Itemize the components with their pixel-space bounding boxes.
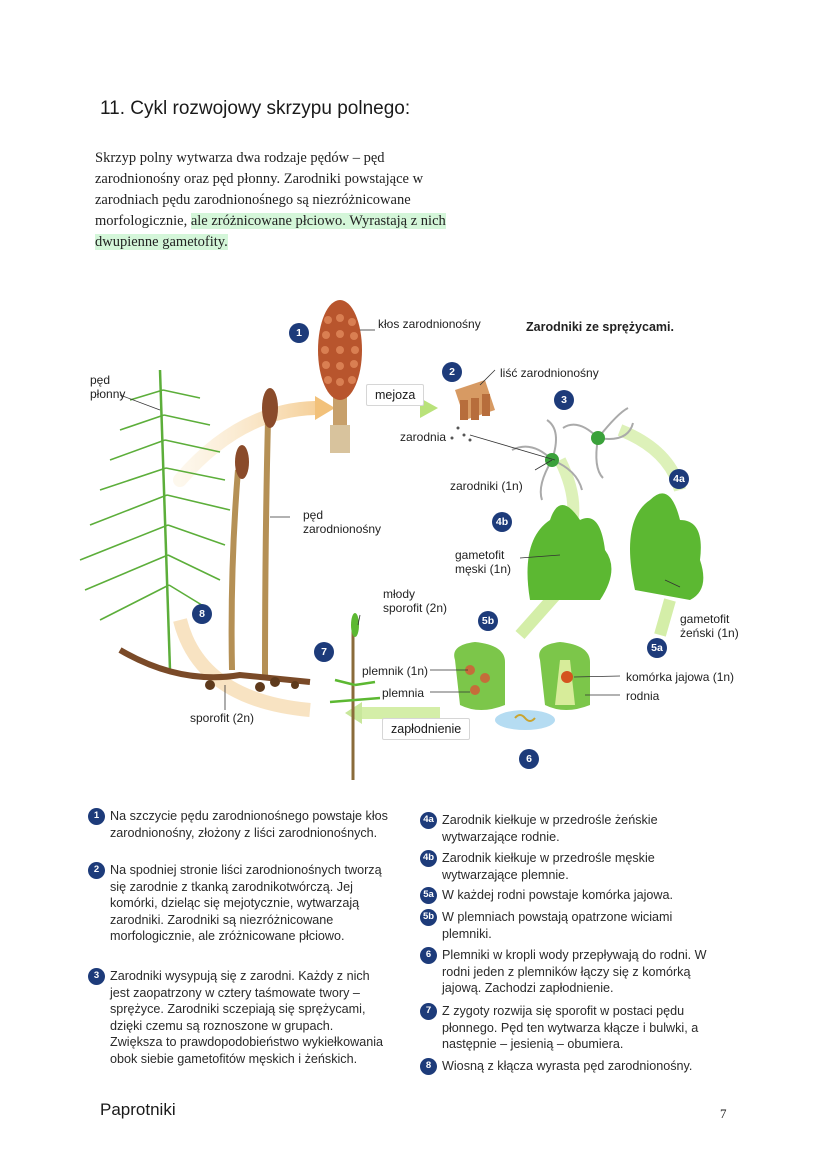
step-2: 2 Na spodniej stronie liści zarodnionośny…	[88, 862, 388, 945]
badge-4a: 4a	[669, 469, 689, 489]
badge-4b: 4b	[492, 512, 512, 532]
step-1: 1 Na szczycie pędu zarodnionośnego powsta…	[88, 808, 388, 841]
step-number: 7	[420, 1003, 437, 1020]
life-cycle-diagram: kłos zarodnionośny Zarodniki ze sprężyca…	[60, 290, 780, 790]
step-text: Na spodniej stronie liści zarodnionośnyc…	[110, 863, 382, 943]
arrow-label-mejoza: mejoza	[366, 384, 425, 406]
badge-2: 2	[442, 362, 462, 382]
intro-text: Skrzyp polny wytwarza dwa rodzaje pędów …	[95, 150, 424, 229]
page-title: 11. Cykl rozwojowy skrzypu polnego:	[100, 98, 411, 119]
label-klos-zarodnionosny: kłos zarodnionośny	[378, 317, 481, 331]
label-plemnia: plemnia	[382, 686, 425, 700]
label-lisc-zarodnionosny: liść zarodnionośny	[500, 366, 599, 380]
step-text: Zarodnik kiełkuje w przedrośle żeńskie w…	[442, 813, 658, 844]
badge-5a: 5a	[647, 638, 667, 658]
badge-7: 7	[314, 642, 334, 662]
label-mlody-sporofit: młody sporofit (2n)	[383, 587, 448, 615]
step-text: Zarodniki wysypują się z zarodni. Każdy …	[110, 969, 384, 1066]
step-text: Na szczycie pędu zarodnionośnego powstaj…	[110, 809, 388, 840]
label-ped-plonny: pęd płonny	[90, 373, 126, 401]
step-number: 2	[88, 862, 105, 879]
step-number: 1	[88, 808, 105, 825]
step-number: 8	[420, 1058, 437, 1075]
diagram-illustration	[79, 300, 704, 780]
step-text: W każdej rodni powstaje komórka jajowa.	[442, 888, 673, 902]
step-number: 4a	[420, 812, 437, 829]
arrow-label-zaplodnienie: zapłodnienie	[382, 718, 471, 740]
step-6: 6 Plemniki w kropli wody przepływają do r…	[420, 947, 720, 997]
label-rodnia: rodnia	[626, 689, 660, 703]
step-number: 3	[88, 968, 105, 985]
label-sporofit: sporofit (2n)	[190, 711, 255, 725]
step-4a: 4a Zarodnik kiełkuje w przedrośle żeńskie…	[420, 812, 710, 845]
label-gametofit-meski: gametofit męski (1n)	[455, 548, 512, 576]
step-text: Wiosną z kłącza wyrasta pęd zarodnionośn…	[442, 1059, 693, 1073]
step-number: 4b	[420, 850, 437, 867]
step-3: 3 Zarodniki wysypują się z zarodni. Każdy…	[88, 968, 388, 1067]
step-text: Z zygoty rozwija się sporofit w postaci …	[442, 1004, 699, 1051]
diagram-heading: Zarodniki ze sprężycami.	[526, 320, 674, 334]
step-7: 7 Z zygoty rozwija się sporofit w postaci…	[420, 1003, 720, 1053]
badge-6: 6	[519, 749, 539, 769]
label-ped-zarodnionosny: pęd zarodnionośny	[303, 508, 382, 536]
step-number: 5a	[420, 887, 437, 904]
step-number: 6	[420, 947, 437, 964]
step-8: 8 Wiosną z kłącza wyrasta pęd zarodnionoś…	[420, 1058, 720, 1075]
step-text: Plemniki w kropli wody przepływają do ro…	[442, 948, 707, 995]
badge-3: 3	[554, 390, 574, 410]
badge-5b: 5b	[478, 611, 498, 631]
label-zarodnia: zarodnia	[400, 430, 447, 444]
page-number: 7	[720, 1106, 727, 1121]
step-4b: 4b Zarodnik kiełkuje w przedrośle męskie …	[420, 850, 710, 883]
step-text: W plemniach powstają opatrzone wiciami p…	[442, 910, 673, 941]
label-plemnik: plemnik (1n)	[362, 664, 429, 678]
badge-8: 8	[192, 604, 212, 624]
badge-1: 1	[289, 323, 309, 343]
label-gametofit-zenski: gametofit żeński (1n)	[680, 612, 739, 640]
section-footer: Paprotniki	[100, 1100, 176, 1119]
step-5a: 5a W każdej rodni powstaje komórka jajowa…	[420, 887, 710, 904]
step-text: Zarodnik kiełkuje w przedrośle męskie wy…	[442, 851, 655, 882]
intro-paragraph: Skrzyp polny wytwarza dwa rodzaje pędów …	[95, 148, 450, 253]
step-number: 5b	[420, 909, 437, 926]
step-5b: 5b W plemniach powstają opatrzone wiciami…	[420, 909, 710, 942]
label-zarodniki: zarodniki (1n)	[450, 479, 523, 493]
label-komorka-jajowa: komórka jajowa (1n)	[626, 670, 735, 684]
